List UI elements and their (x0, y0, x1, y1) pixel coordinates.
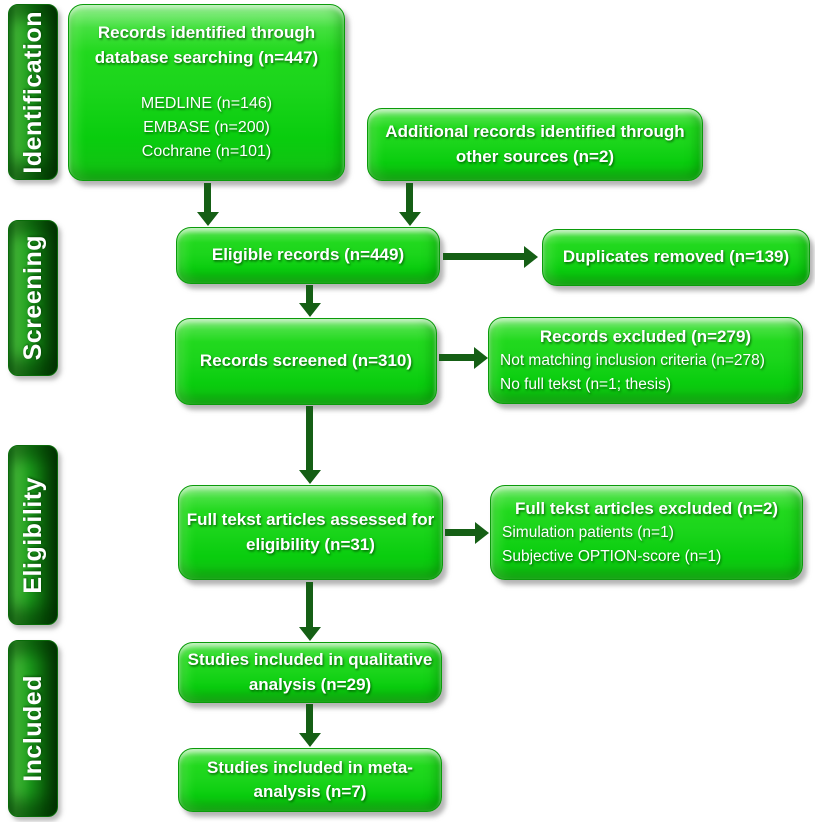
box-qualitative-analysis: Studies included in qualitative analysis… (178, 642, 442, 703)
stage-identification: Identification (8, 4, 58, 180)
arrow-screened-to-assessed (306, 406, 313, 471)
arrow-assessed-to-qualitative (306, 582, 313, 628)
box-records-identified: Records identified through database sear… (68, 4, 345, 181)
arrow-assessed-to-excluded (445, 529, 476, 536)
box-fulltext-excluded-title: Full tekst articles excluded (n=2) (514, 499, 779, 519)
box-records-excluded-reasons: Not matching inclusion criteria (n=278) … (500, 352, 765, 393)
arrow-qualitative-to-meta (306, 704, 313, 734)
box-records-excluded: Records excluded (n=279) Not matching in… (488, 317, 803, 404)
box-records-screened-title: Records screened (n=310) (199, 351, 413, 371)
box-fulltext-assessed: Full tekst articles assessed for eligibi… (178, 485, 443, 580)
stage-screening-label: Screening (18, 235, 47, 361)
box-meta-analysis-title: Studies included in meta- analysis (n=7) (207, 757, 413, 801)
stage-screening: Screening (8, 220, 58, 376)
box-records-screened: Records screened (n=310) (175, 318, 437, 405)
stage-included-label: Included (18, 675, 47, 782)
box-duplicates-removed-title: Duplicates removed (n=139) (562, 247, 790, 267)
stage-eligibility: Eligibility (8, 445, 58, 625)
box-fulltext-excluded: Full tekst articles excluded (n=2) Simul… (490, 485, 803, 580)
box-meta-analysis: Studies included in meta- analysis (n=7) (178, 748, 442, 812)
box-qualitative-analysis-title: Studies included in qualitative analysis… (187, 650, 433, 694)
arrow-screened-to-excluded (439, 354, 475, 361)
box-fulltext-assessed-title: Full tekst articles assessed for eligibi… (186, 510, 435, 554)
box-records-identified-sources: MEDLINE (n=146) EMBASE (n=200) Cochrane … (140, 94, 273, 160)
arrow-eligible-to-screened (306, 285, 313, 304)
arrow-identified-to-eligible (204, 183, 211, 213)
box-additional-records: Additional records identified through ot… (367, 108, 703, 181)
stage-eligibility-label: Eligibility (18, 476, 47, 594)
box-duplicates-removed: Duplicates removed (n=139) (542, 229, 810, 286)
box-records-excluded-title: Records excluded (n=279) (539, 327, 752, 347)
arrow-additional-to-eligible (406, 183, 413, 213)
stage-identification-label: Identification (18, 10, 47, 174)
box-eligible-records: Eligible records (n=449) (176, 227, 440, 284)
box-additional-records-title: Additional records identified through ot… (385, 122, 685, 166)
arrow-eligible-to-duplicates (443, 253, 525, 260)
box-records-identified-title: Records identified through database sear… (94, 23, 319, 67)
box-fulltext-excluded-reasons: Simulation patients (n=1) Subjective OPT… (502, 524, 722, 565)
box-eligible-records-title: Eligible records (n=449) (211, 245, 405, 265)
stage-included: Included (8, 640, 58, 817)
